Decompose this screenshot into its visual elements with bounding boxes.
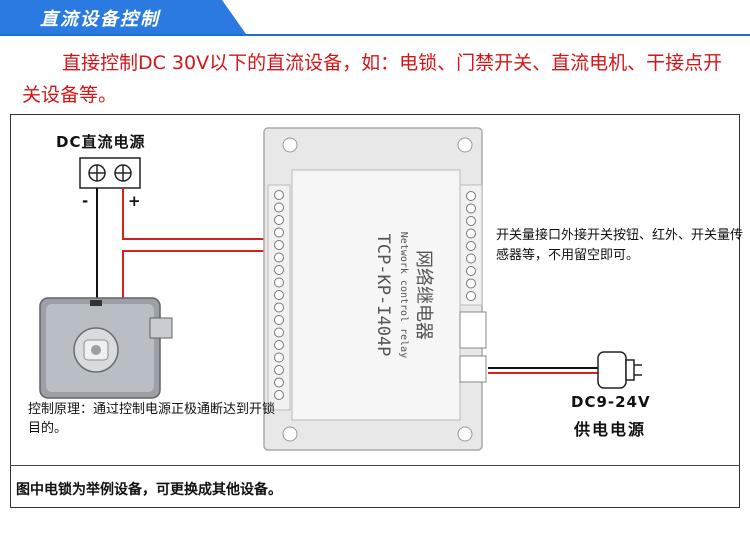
terminal-screw [466,228,476,239]
wires [96,188,600,374]
minus-label: - [82,192,89,210]
power-plug-icon [597,351,642,389]
terminal-screw [274,365,284,375]
header-divider [0,34,750,36]
terminal-screw [274,352,284,363]
terminal-screw [274,390,284,400]
electric-lock [39,297,173,399]
terminal-screw [274,227,284,238]
terminal-screw [274,240,284,250]
header-tab [0,0,246,34]
terminal-screw [274,302,284,313]
terminal-screw [274,277,284,288]
terminal-screw [274,252,284,263]
relay-board: 网络继电器 Network control relay TCP-KP-I404P [263,127,487,451]
terminal-screw [466,291,476,301]
control-principle-note: 控制原理：通过控制电源正极通断达到开锁目的。 [28,402,276,436]
section-title: 直流设备控制 [40,9,160,30]
terminal-screw [274,340,284,350]
intro-text: 直接控制DC 30V以下的直流设备，如：电锁、门禁开关、直流电机、干接点开关设备… [22,52,723,106]
terminal-screw [274,315,284,325]
terminal-screw [466,216,476,226]
terminal-screw [274,327,284,338]
terminal-screw [466,191,476,201]
plus-label: + [128,192,141,210]
dc-power-source [79,157,141,189]
terminal-screw [466,241,476,251]
board-name-cn: 网络继电器 [413,250,434,340]
supply-label: 供电电源 [574,420,647,439]
terminal-screw [274,377,284,388]
board-model: TCP-KP-I404P [373,234,393,357]
terminal-screw [274,215,284,225]
caption-text: 图中电锁为举例设备，可更换成其他设备。 [16,482,282,498]
caption-divider [10,465,740,466]
switch-input-note: 开关量接口外接开关按钮、红外、开关量传感器等，不用留空即可。 [496,228,744,263]
terminal-screw [274,202,284,213]
terminal-screw [274,290,284,300]
supply-voltage: DC9-24V [571,393,651,411]
diagram-frame [10,114,740,508]
dc-source-label: DC直流电源 [56,133,146,151]
terminal-screw [466,266,476,276]
terminal-screw [466,203,476,214]
terminal-screw [466,253,476,264]
terminal-screw [274,190,284,200]
terminal-screw [274,265,284,275]
board-name-en: Network control relay [398,232,409,358]
terminal-screw [466,278,476,289]
